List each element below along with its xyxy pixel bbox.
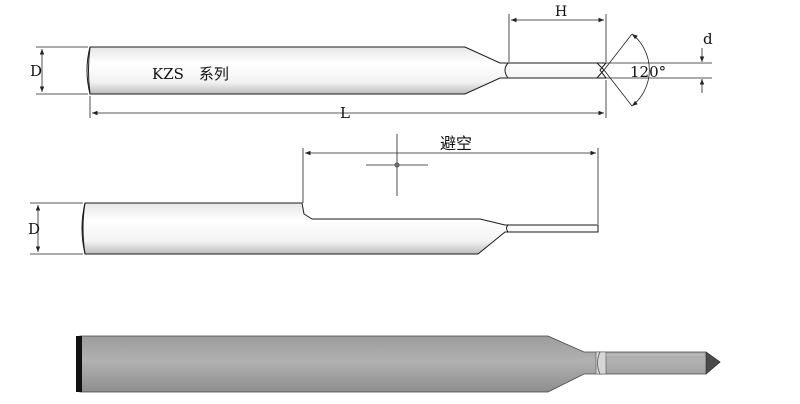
bottom-end-cap	[76, 336, 82, 392]
top-shank-end-face	[86, 46, 91, 95]
bottom-shank-body	[79, 335, 721, 393]
angle-arc	[631, 33, 650, 107]
bottom-view	[76, 335, 721, 393]
angle-label: 120°	[630, 63, 666, 81]
angle-ray-upper	[603, 33, 633, 71]
crosshair-center	[394, 162, 400, 168]
top-l-label: L	[340, 104, 350, 122]
middle-neck-relief	[506, 224, 509, 233]
middle-d-label: D	[28, 220, 40, 238]
bottom-tip-chamfer	[705, 351, 721, 375]
series-label: KZS 系列	[152, 65, 229, 83]
bottom-neck-relief	[597, 351, 601, 375]
angle-ray-lower	[603, 69, 633, 107]
top-h-label: H	[555, 4, 567, 20]
top-neck-relief	[504, 62, 509, 79]
clearance-label: 避空	[440, 134, 472, 153]
middle-shank-end-face	[81, 202, 86, 255]
top-small-d-label: d	[703, 30, 713, 48]
top-view: D KZS 系列 L H 120° d	[30, 4, 713, 122]
middle-shank-body	[82, 202, 599, 255]
top-d-label: D	[30, 62, 42, 80]
middle-view: 避空 D	[28, 134, 599, 255]
